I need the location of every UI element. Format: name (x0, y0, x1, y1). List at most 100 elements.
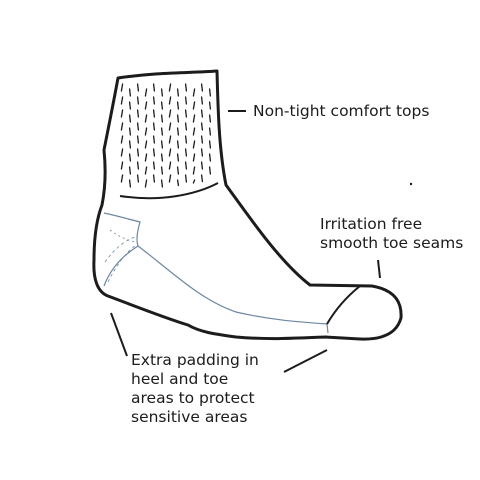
leader-line-toe (283, 349, 328, 373)
toe-padding-zone (326, 285, 361, 325)
rib-mark (200, 135, 204, 144)
rib-mark (208, 88, 212, 97)
rib-mark (168, 122, 172, 131)
rib-mark (184, 135, 188, 144)
rib-mark (136, 148, 140, 157)
rib-mark (192, 153, 196, 162)
rib-mark (120, 135, 124, 144)
rib-mark (192, 88, 196, 97)
rib-mark (208, 127, 212, 136)
cuff-boundary (119, 182, 219, 200)
rib-mark (136, 135, 140, 144)
rib-mark (152, 122, 156, 131)
callout-extra-padding-line-1: Extra padding in (131, 351, 259, 369)
rib-mark (136, 83, 140, 92)
rib-mark (152, 174, 156, 183)
rib-mark (128, 179, 132, 188)
rib-mark (160, 101, 164, 110)
rib-mark (144, 101, 148, 110)
rib-mark (152, 109, 156, 118)
sock-outline (92, 69, 403, 341)
rib-mark (152, 161, 156, 170)
rib-mark (200, 148, 204, 157)
callout-extra-padding-line-2: heel and toe (131, 370, 229, 388)
rib-mark (136, 96, 140, 105)
rib-mark (184, 109, 188, 118)
rib-mark (144, 114, 148, 123)
rib-mark (208, 166, 212, 175)
rib-mark (128, 101, 132, 110)
rib-mark (136, 122, 140, 131)
rib-mark (136, 174, 140, 183)
rib-mark (176, 140, 180, 149)
callout-toe-seams: Irritation free smooth toe seams (320, 215, 463, 253)
callout-toe-seams-line-2: smooth toe seams (320, 234, 464, 252)
sole-padding-band (137, 245, 329, 334)
rib-mark (200, 109, 204, 118)
rib-mark (200, 174, 204, 183)
rib-mark (144, 88, 148, 97)
rib-mark (200, 161, 204, 170)
rib-mark (176, 166, 180, 175)
leader-line-seams (377, 259, 381, 279)
callout-extra-padding: Extra padding in heel and toe areas to p… (131, 351, 259, 427)
rib-mark (200, 96, 204, 105)
heel-padding-zone (103, 212, 141, 287)
rib-mark (176, 101, 180, 110)
rib-mark (128, 127, 132, 136)
rib-mark (144, 179, 148, 188)
rib-mark (160, 140, 164, 149)
rib-mark (192, 101, 196, 110)
rib-mark (176, 179, 180, 187)
callout-extra-padding-line-3: areas to protect (131, 389, 255, 407)
rib-mark (136, 109, 140, 118)
rib-mark (176, 88, 180, 97)
rib-mark (184, 174, 188, 183)
rib-mark (160, 166, 164, 175)
rib-mark (184, 83, 188, 92)
rib-mark (120, 161, 124, 170)
rib-mark (160, 114, 164, 123)
rib-mark (168, 174, 172, 183)
rib-mark (120, 174, 124, 183)
rib-mark (184, 122, 188, 131)
rib-mark (192, 127, 196, 136)
rib-mark (144, 153, 148, 162)
rib-mark (176, 153, 180, 162)
rib-mark (208, 153, 212, 162)
rib-mark (128, 140, 132, 149)
rib-mark (120, 83, 124, 92)
rib-mark (144, 166, 148, 175)
callout-comfort-tops-line: Non-tight comfort tops (253, 102, 430, 120)
rib-mark (136, 161, 140, 170)
rib-mark (192, 114, 196, 123)
rib-mark (152, 96, 156, 105)
rib-mark (192, 166, 196, 175)
rib-mark (168, 109, 172, 118)
rib-mark (168, 161, 172, 170)
rib-mark (160, 127, 164, 136)
rib-mark (160, 153, 164, 162)
rib-mark (160, 179, 164, 188)
stray-dot (409, 182, 413, 186)
rib-mark (168, 148, 172, 157)
rib-mark (128, 88, 132, 97)
rib-mark (168, 83, 172, 92)
rib-mark (152, 83, 156, 92)
rib-mark (144, 127, 148, 136)
rib-mark (120, 148, 124, 157)
rib-mark (128, 166, 132, 175)
rib-mark (168, 96, 172, 105)
rib-mark (144, 140, 148, 149)
rib-mark (152, 148, 156, 157)
rib-mark (192, 179, 196, 184)
rib-mark (120, 122, 124, 131)
rib-mark (184, 161, 188, 170)
callout-toe-seams-line-1: Irritation free (320, 215, 423, 233)
rib-mark (128, 153, 132, 162)
rib-mark (200, 83, 204, 92)
rib-mark (176, 127, 180, 136)
rib-mark (192, 140, 196, 149)
rib-mark (176, 114, 180, 123)
rib-mark (160, 88, 164, 97)
